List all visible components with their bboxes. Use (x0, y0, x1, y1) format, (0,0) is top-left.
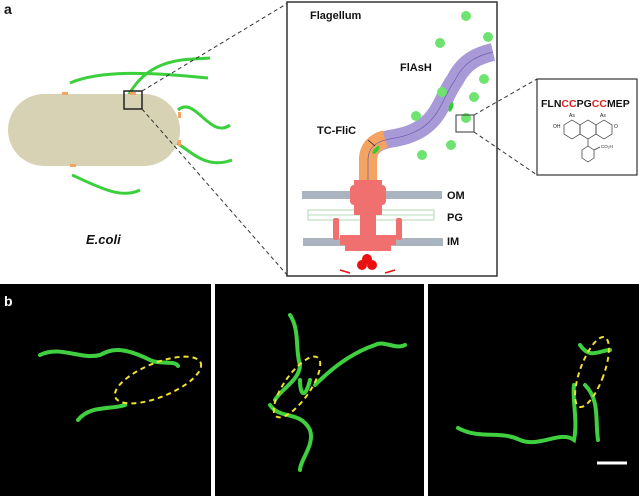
micrograph-2 (215, 284, 424, 496)
chem-box (536, 78, 638, 176)
flagellum-filament (359, 11, 538, 180)
panel-a-label: a (4, 1, 12, 17)
oh-label: OH (553, 124, 561, 130)
cell-outline-2 (272, 355, 322, 419)
flash-structure (563, 119, 613, 163)
tc-flic-label: TC-FliC (317, 125, 356, 137)
pg-label: PG (447, 212, 463, 224)
zoom-square (123, 90, 143, 110)
cell-outline-3 (574, 335, 610, 409)
box-title: Flagellum (310, 10, 362, 22)
motor (333, 180, 402, 274)
panel-b-label: b (4, 293, 13, 309)
peptide-sequence: FLNCCPGCCMEP (541, 98, 630, 110)
cell-outline-1 (113, 355, 203, 405)
co2h-label: CO₂H (601, 144, 613, 149)
as-label-1: As (569, 113, 575, 119)
micrograph-1 (0, 284, 211, 496)
micrograph-3 (428, 284, 639, 496)
om-label: OM (447, 190, 465, 202)
o-label: O (614, 124, 618, 130)
ecoli-label: E.coli (86, 232, 121, 247)
as-label-2: As (600, 113, 606, 119)
flash-label: FlAsH (400, 62, 432, 74)
im-label: IM (447, 236, 459, 248)
ecoli-cell-diagram (8, 2, 289, 277)
